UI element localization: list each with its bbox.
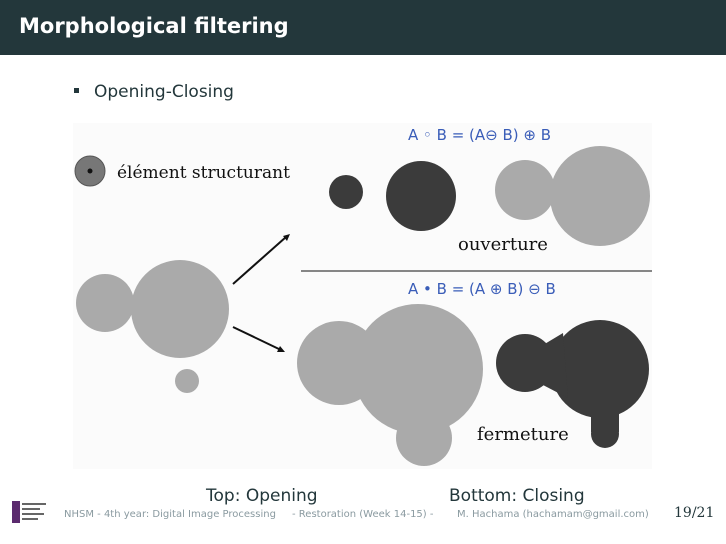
arrow-to-closing <box>232 326 285 352</box>
arrow-to-opening <box>232 234 290 285</box>
footer-course: NHSM - 4th year: Digital Image Processin… <box>64 509 276 520</box>
opening-formula: A ◦ B = (A⊖ B) ⊕ B <box>408 126 551 144</box>
original-shape <box>76 260 229 393</box>
opening-light-disc-large <box>550 146 650 246</box>
opening-light-disc-small <box>495 160 555 220</box>
closing-light-disc-bottom <box>396 410 452 466</box>
closing-dark-disc-left <box>496 334 554 392</box>
bullet-marker <box>74 87 79 93</box>
footer-section: - Restoration (Week 14-15) - <box>292 509 434 520</box>
caption-bottom: Bottom: Closing <box>449 486 585 506</box>
opening-label: ouverture <box>458 234 548 255</box>
opening-dark-disc-large <box>386 161 456 231</box>
bullet-item: Opening-Closing <box>74 82 234 102</box>
closing-dark-disc-large <box>551 320 649 418</box>
caption-top: Top: Opening <box>206 486 318 506</box>
original-disc-large <box>131 260 229 358</box>
university-logo <box>12 501 46 523</box>
structuring-element-label: élément structurant <box>117 163 290 183</box>
footer-author: M. Hachama (hachamam@gmail.com) <box>457 509 649 520</box>
original-disc-small <box>76 274 134 332</box>
original-disc-tiny <box>175 369 199 393</box>
slide-title: Morphological filtering <box>19 14 289 38</box>
structuring-element-center <box>87 168 93 174</box>
title-bar: Morphological filtering <box>0 0 726 55</box>
closing-label: fermeture <box>477 424 569 445</box>
bullet-text: Opening-Closing <box>94 82 234 102</box>
page-number: 19/21 <box>674 505 715 521</box>
opening-dark-disc-small <box>329 175 363 209</box>
closing-formula: A • B = (A ⊕ B) ⊖ B <box>408 280 556 298</box>
closing-dark-shape <box>496 320 649 448</box>
morphology-figure: élément structurant A ◦ B = (A⊖ B) ⊕ B o… <box>73 123 652 469</box>
closing-light-shape <box>297 304 483 466</box>
